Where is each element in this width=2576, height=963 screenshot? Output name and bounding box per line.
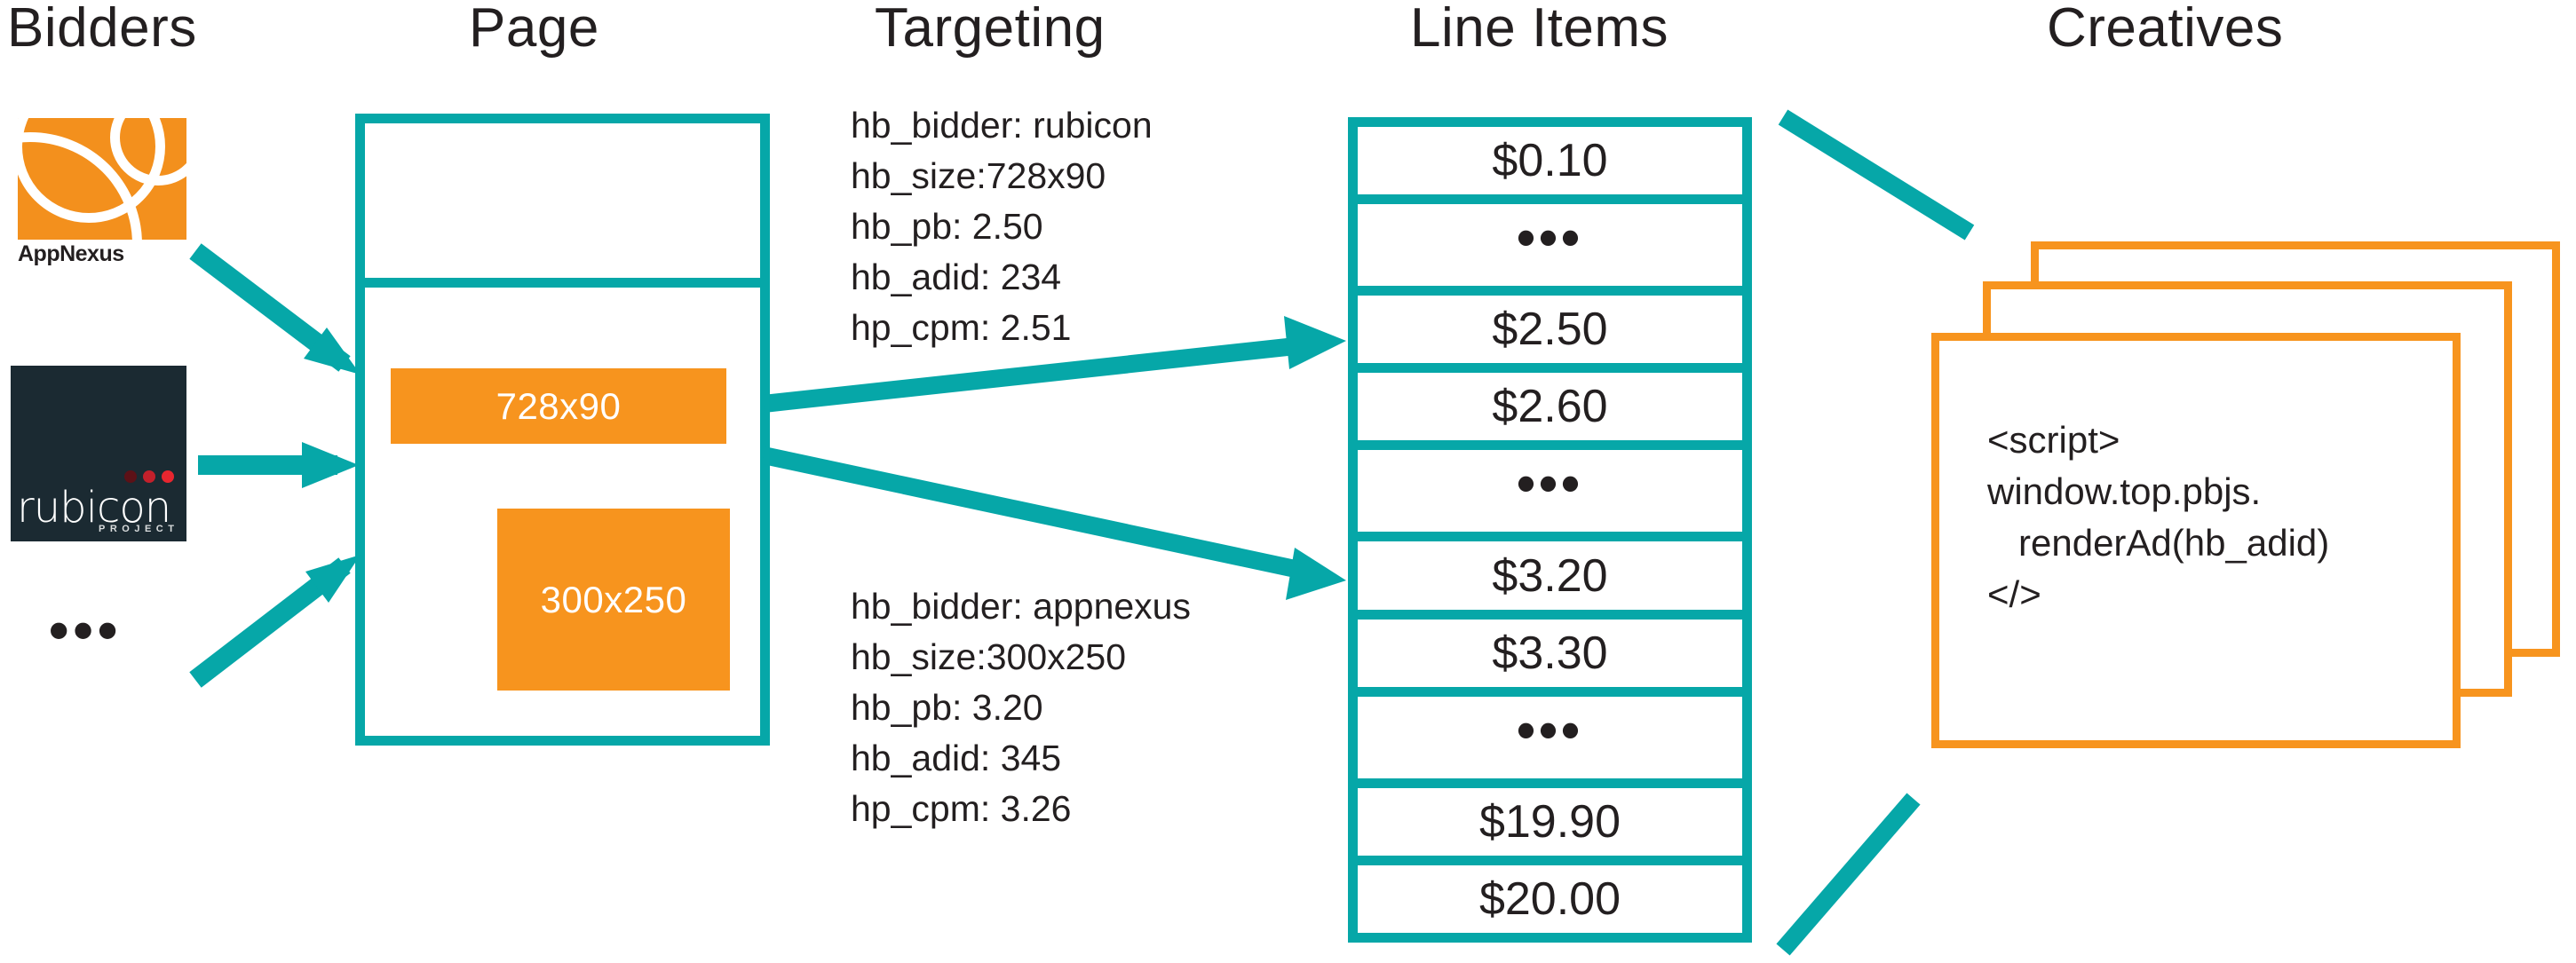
creative-code-snippet: <script> window.top.pbjs. renderAd(hb_ad… xyxy=(1987,419,2330,615)
targeting-block-appnexus: hb_bidder: appnexus hb_size:300x250 hb_p… xyxy=(851,586,1191,829)
connector-lineitems-to-creatives-bottom xyxy=(1776,793,1921,956)
appnexus-label: AppNexus xyxy=(18,241,124,266)
arrow-page-to-lineitem-320 xyxy=(761,446,1346,600)
line-item-ellipsis[interactable]: ••• xyxy=(1358,450,1742,542)
column-header-targeting: Targeting xyxy=(875,0,1106,59)
rubicon-subtitle: PROJECT xyxy=(99,524,179,534)
line-item-row[interactable]: $2.60 xyxy=(1358,373,1742,451)
rubicon-wordmark: rubicon xyxy=(17,483,171,533)
ad-slot-300x250[interactable]: 300x250 xyxy=(497,509,730,691)
line-item-ellipsis[interactable]: ••• xyxy=(1358,204,1742,296)
line-item-row[interactable]: $3.20 xyxy=(1358,541,1742,620)
connector-lineitems-to-creatives-top xyxy=(1778,109,1975,241)
ad-slot-728x90[interactable]: 728x90 xyxy=(391,368,726,444)
line-item-row[interactable]: $3.30 xyxy=(1358,620,1742,697)
line-item-row[interactable]: $0.10 xyxy=(1358,127,1742,205)
line-item-row[interactable]: $2.50 xyxy=(1358,296,1742,374)
arrow-rubicon-to-page xyxy=(198,442,359,488)
column-header-creatives: Creatives xyxy=(2047,0,2284,59)
targeting-block-rubicon: hb_bidder: rubicon hb_size:728x90 hb_pb:… xyxy=(851,105,1153,348)
line-item-row[interactable]: $19.90 xyxy=(1358,788,1742,865)
rubicon-dots-icon xyxy=(124,470,174,483)
rubicon-project-logo: rubicon PROJECT xyxy=(11,366,186,541)
page-header-divider xyxy=(355,278,770,288)
arrow-more-bidders-to-page xyxy=(189,555,361,688)
column-header-page: Page xyxy=(469,0,599,59)
appnexus-logo: AppNexus xyxy=(18,118,186,266)
arrow-appnexus-to-page xyxy=(189,243,361,375)
line-items-table: $0.10•••$2.50$2.60•••$3.20$3.30•••$19.90… xyxy=(1348,117,1752,943)
bidders-more-ellipsis: ••• xyxy=(49,598,123,662)
column-header-line-items: Line Items xyxy=(1410,0,1669,59)
line-item-row[interactable]: $20.00 xyxy=(1478,872,1621,925)
line-item-ellipsis[interactable]: ••• xyxy=(1358,697,1742,788)
column-header-bidders: Bidders xyxy=(7,0,197,59)
appnexus-mark-icon xyxy=(18,118,186,240)
creative-card-front[interactable] xyxy=(1931,333,2461,748)
